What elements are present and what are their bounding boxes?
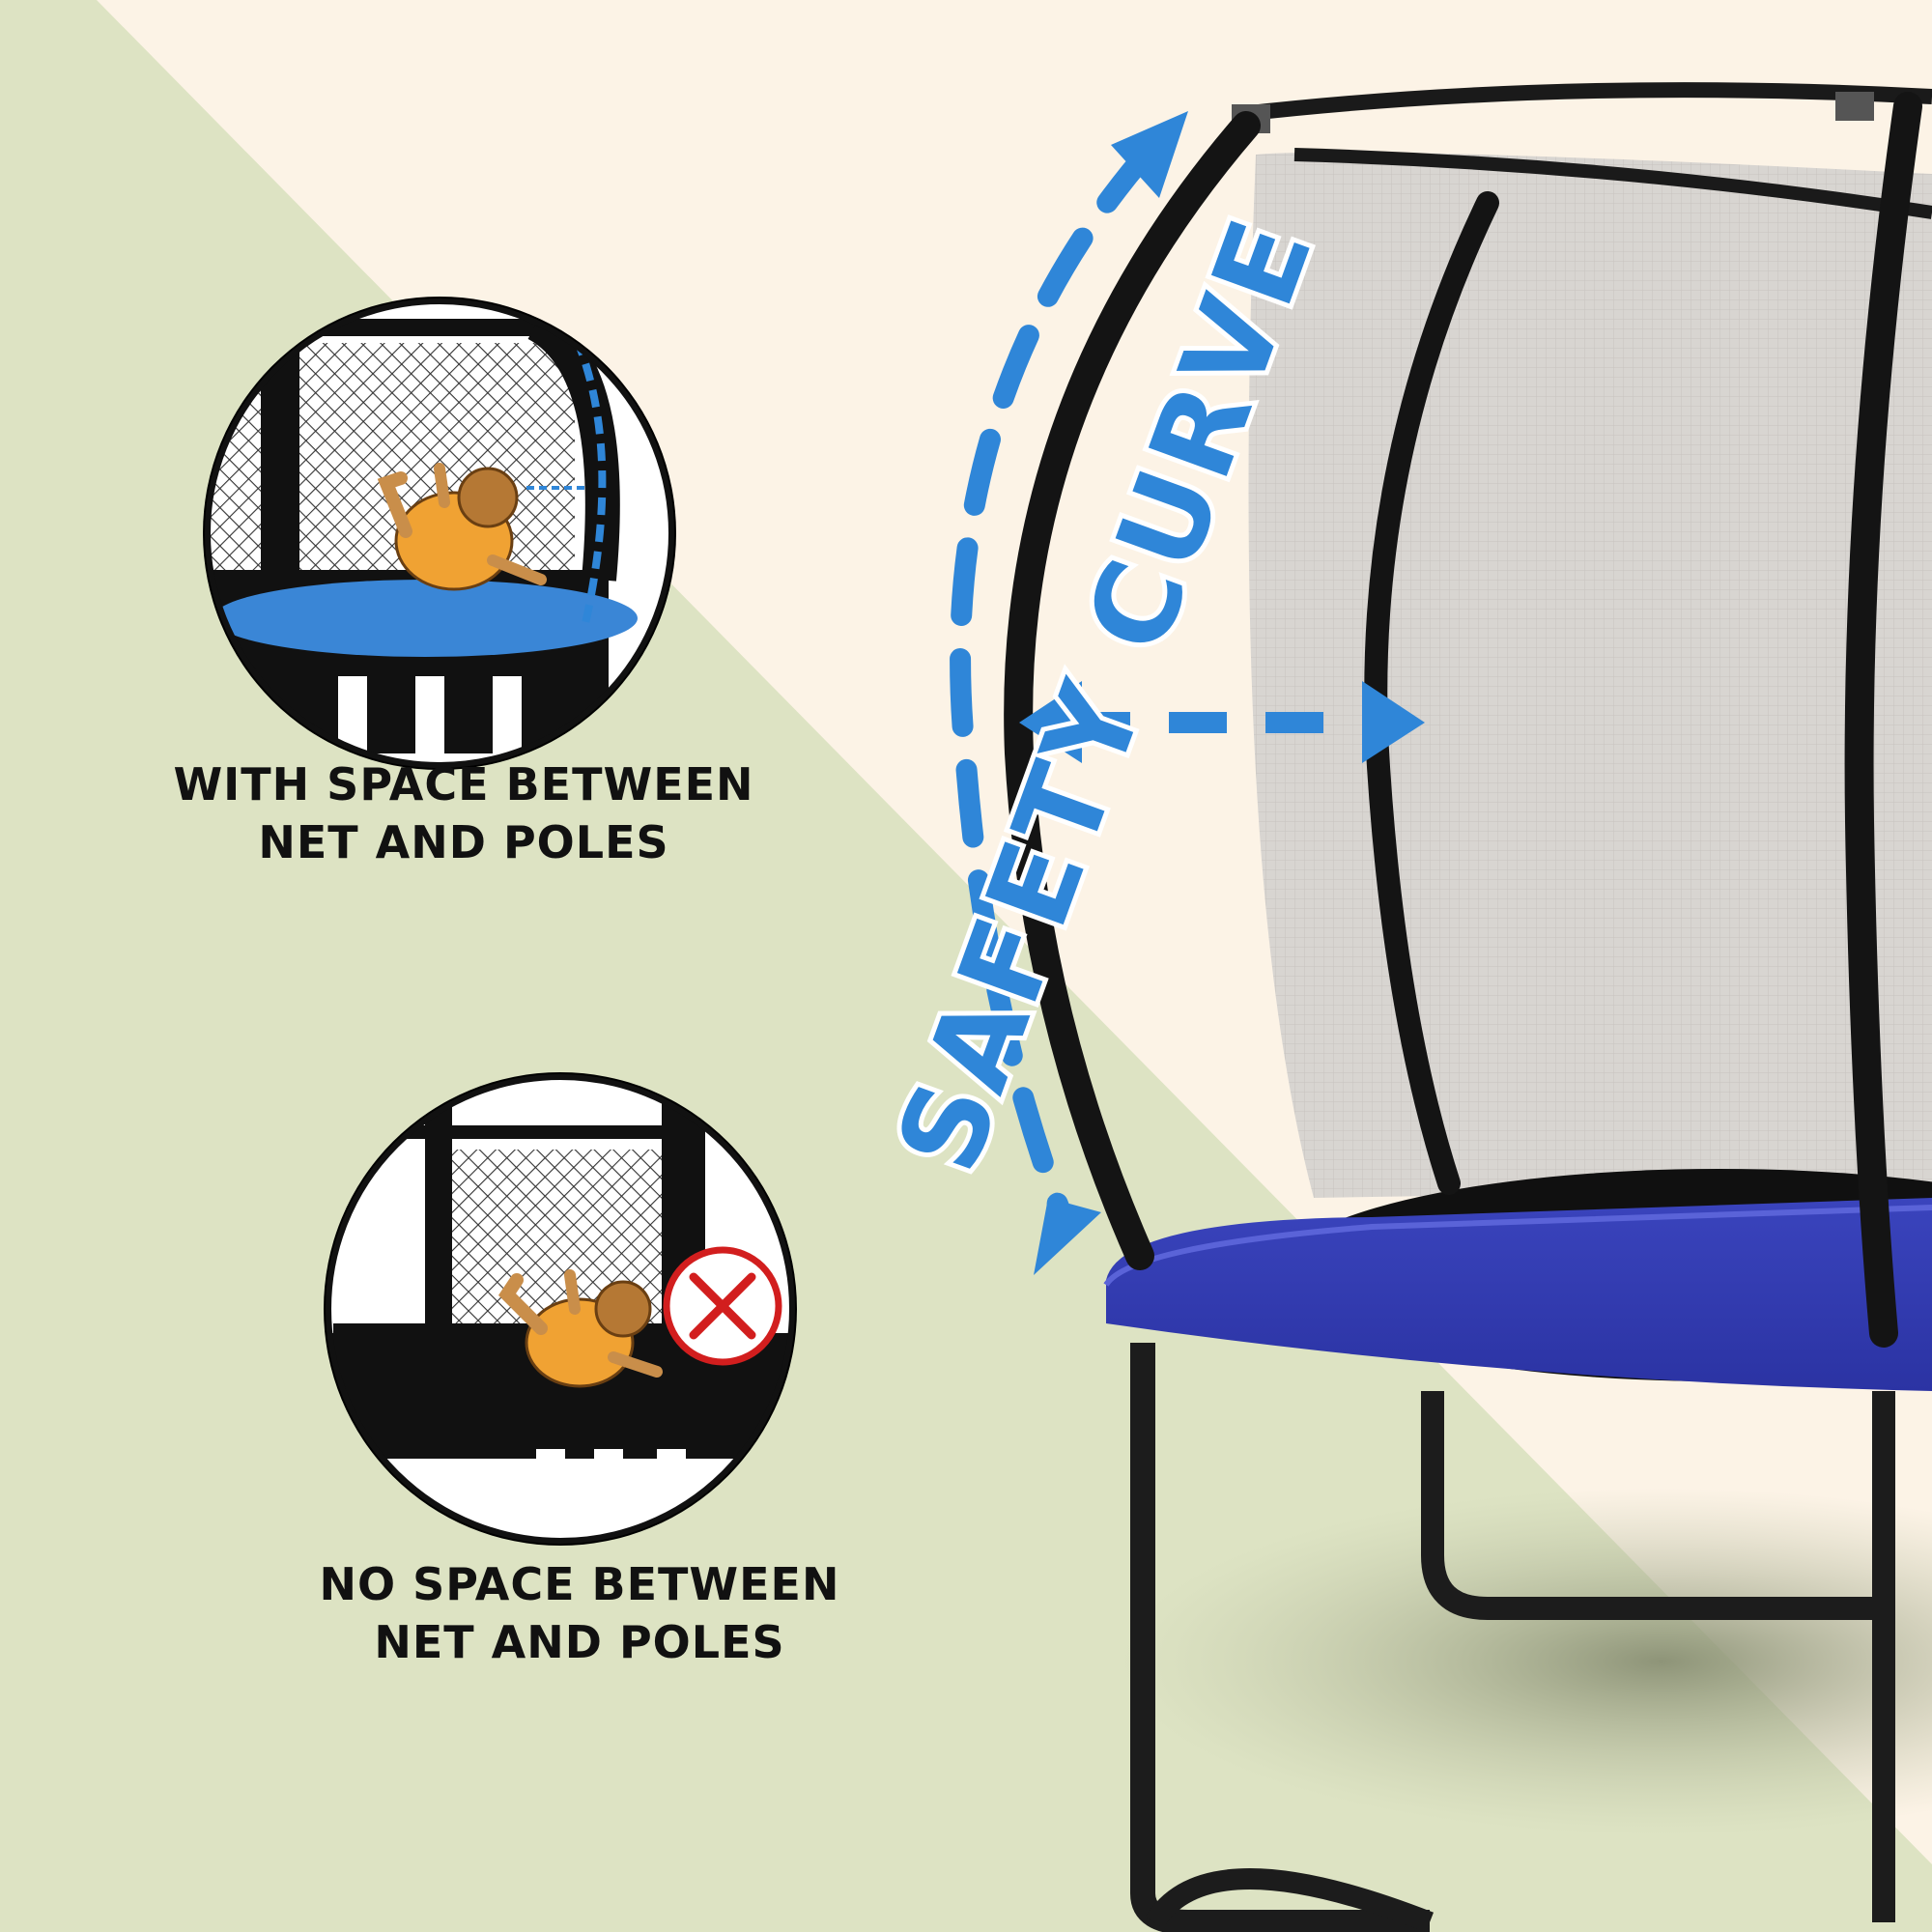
panel-with-space [203, 297, 676, 770]
top-ring-back [1293, 148, 1932, 219]
pad-highlight [1103, 1205, 1932, 1287]
caption-no-space-line2: NET AND POLES [374, 1616, 785, 1668]
net-gap-arrow [1019, 681, 1425, 763]
trampoline-illustration [1004, 82, 1932, 1932]
figure-2 [497, 1269, 663, 1388]
caption-no-space: NO SPACE BETWEEN NET AND POLES [251, 1555, 908, 1671]
safety-net [1248, 152, 1932, 1198]
warning-x-icon [663, 1246, 782, 1366]
gap-arrow-right [1362, 681, 1425, 763]
ground-shadow [1121, 1488, 1932, 1835]
arrow-head-top [1111, 111, 1188, 198]
leg-back [1421, 1391, 1893, 1620]
panel-no-space [324, 1072, 797, 1546]
right-curved-pole [1844, 92, 1922, 1348]
top-ring [1240, 82, 1932, 122]
arrow-head-bottom [1034, 1198, 1101, 1275]
front-curved-pole [1004, 111, 1261, 1270]
caption-with-space-line1: WITH SPACE BETWEEN [173, 758, 754, 810]
safety-curve-arrow [950, 111, 1188, 1275]
leg-base-arc [1145, 1868, 1435, 1932]
ring-connector-right [1835, 92, 1874, 121]
figure-1 [377, 463, 547, 591]
caption-with-space-line2: NET AND POLES [258, 816, 669, 868]
pole-2-left [425, 1082, 452, 1333]
caption-with-space: WITH SPACE BETWEEN NET AND POLES [135, 755, 792, 871]
blue-spring-pad [1106, 1198, 1932, 1391]
gap-arrow-left [1019, 681, 1082, 763]
pad-1 [213, 580, 638, 657]
caption-no-space-line1: NO SPACE BETWEEN [319, 1558, 840, 1610]
